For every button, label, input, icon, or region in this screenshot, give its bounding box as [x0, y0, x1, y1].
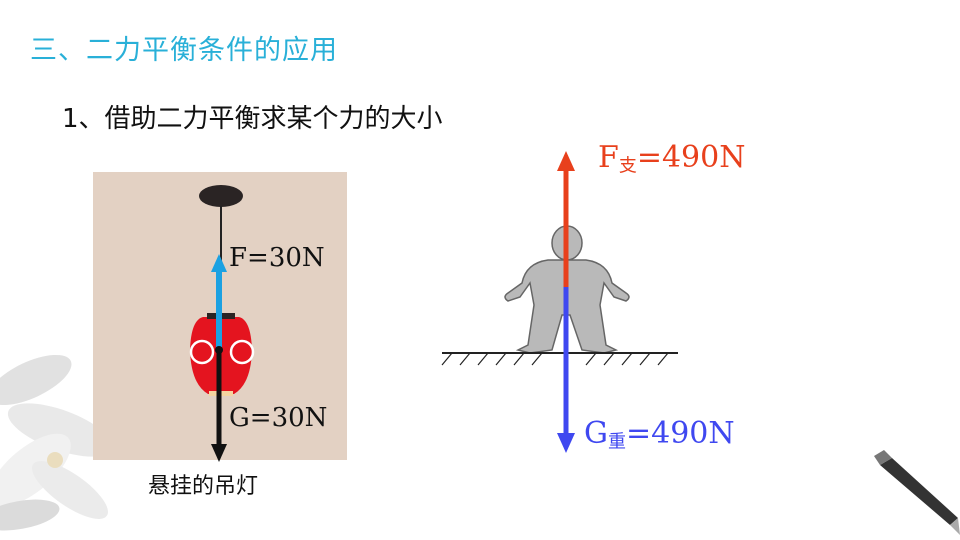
brush-decoration	[874, 450, 960, 535]
lamp-force-f-value: =30N	[247, 243, 325, 273]
person-force-gravity-label: G重=490N	[584, 416, 735, 454]
force-gravity-arrowhead	[557, 433, 575, 453]
force-support-arrowhead	[557, 151, 575, 171]
person-force-gravity-value: =490N	[625, 416, 735, 451]
lamp-canopy	[199, 185, 243, 207]
person-force-support-symbol: F	[598, 140, 619, 175]
lamp-force-f-label: F=30N	[229, 243, 325, 273]
lamp-caption: 悬挂的吊灯	[148, 474, 259, 499]
subtitle: 1、借助二力平衡求某个力的大小	[62, 104, 443, 134]
person-force-support-value: =490N	[636, 140, 746, 175]
lamp-force-g-value: =30N	[249, 403, 328, 433]
person-on-ground-diagram	[441, 151, 678, 453]
flower-decoration	[0, 354, 113, 531]
person-force-gravity-subscript: 重	[607, 431, 626, 453]
force-application-point	[215, 346, 223, 354]
section-title: 三、二力平衡条件的应用	[30, 35, 338, 66]
person-force-support-label: F支=490N	[598, 140, 745, 178]
ground-hatching	[441, 352, 669, 366]
force-g-arrowhead	[211, 444, 227, 462]
lamp-force-g-label: G=30N	[229, 403, 327, 433]
lamp-force-g-symbol: G	[229, 403, 250, 433]
force-f-arrowhead	[211, 254, 227, 272]
person-force-support-subscript: 支	[618, 155, 637, 177]
lamp-pattern-right	[229, 339, 255, 365]
lamp-force-f-symbol: F	[229, 243, 248, 273]
hanging-lamp-diagram	[189, 185, 255, 462]
person-force-gravity-symbol: G	[584, 416, 608, 451]
lamp-pattern-left	[189, 339, 215, 365]
